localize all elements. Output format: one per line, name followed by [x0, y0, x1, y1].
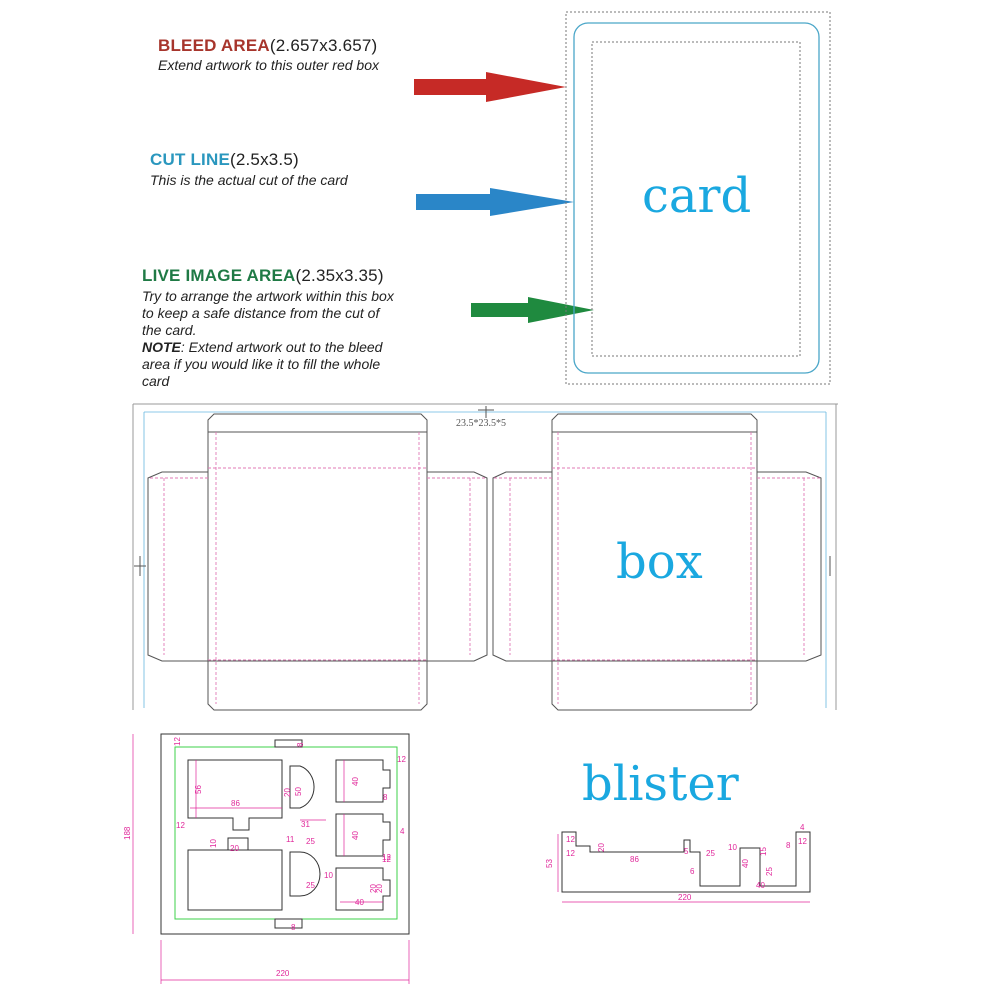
blister-top-dim-labels: 220 188 12 12 8 12 56 86 20 50 31 40 8 1… [123, 737, 406, 978]
cut-arrow [416, 188, 574, 216]
bleed-arrow [414, 72, 566, 102]
dim-label: 4 [400, 827, 405, 836]
card-label: card [642, 168, 751, 224]
dim-label: 86 [630, 855, 639, 864]
dim-label: 56 [194, 785, 203, 794]
dim-label: 12 [382, 855, 391, 864]
note-line: area if you would like it to fill the wh… [142, 356, 381, 372]
dim-label: 20 [375, 884, 384, 893]
cut-line-title: CUT LINE(2.5x3.5) [150, 150, 299, 170]
dim-label: 15 [759, 847, 768, 856]
dim-label: 20 [369, 884, 378, 893]
dim-label: 6 [690, 867, 695, 876]
bleed-area-heading: BLEED AREA [158, 36, 270, 55]
live-desc-line: the card. [142, 322, 197, 338]
dim-label: 40 [756, 881, 765, 890]
bleed-area-dims: (2.657x3.657) [269, 36, 378, 55]
dim-label: 25 [765, 867, 774, 876]
dim-label: 8 [296, 742, 305, 747]
live-arrow [471, 297, 594, 323]
box-label: box [616, 534, 703, 590]
dim-label: 12 [566, 849, 575, 858]
blister-side-view [561, 831, 811, 893]
live-area-desc: Try to arrange the artwork within this b… [142, 288, 462, 390]
cut-line-heading: CUT LINE [150, 150, 230, 169]
blister-side-dims [557, 834, 810, 903]
dim-label: 220 [678, 893, 692, 902]
live-desc-line: Try to arrange the artwork within this b… [142, 288, 394, 304]
dim-label: 20 [283, 788, 292, 797]
dim-label: 12 [382, 853, 391, 862]
box-dieline [132, 403, 838, 711]
dim-label: 25 [706, 849, 715, 858]
box-dim-label: 23.5*23.5*5 [456, 418, 506, 429]
dim-label: 11 [286, 835, 295, 844]
live-area-dims: (2.35x3.35) [295, 266, 384, 285]
dim-label: 10 [209, 839, 218, 848]
dim-label: 12 [566, 835, 575, 844]
dim-label: 86 [231, 799, 240, 808]
box-fold-lines [148, 432, 821, 704]
dim-label: 8 [383, 793, 388, 802]
dim-label: 25 [306, 881, 315, 890]
blister-side-dim-labels: 53 220 12 12 20 86 5 6 25 10 40 15 25 40… [545, 823, 807, 902]
note-line: NOTE: Extend artwork out to the bleed [142, 339, 462, 356]
dim-label: 40 [351, 831, 360, 840]
bleed-box [565, 11, 831, 385]
dim-label: 50 [294, 787, 303, 796]
dim-label: 12 [173, 737, 182, 746]
dim-label: 4 [800, 823, 805, 832]
blister-top-dims [132, 734, 410, 984]
dim-overall-width: 220 [276, 969, 290, 978]
dim-label: 12 [798, 837, 807, 846]
dim-label: 40 [355, 898, 364, 907]
dim-label: 8 [291, 923, 296, 932]
dim-label: 40 [741, 859, 750, 868]
note-line: card [142, 373, 170, 389]
note-label: NOTE [142, 339, 181, 355]
dim-label: 8 [786, 841, 791, 850]
note-text: : Extend artwork out to the bleed [180, 339, 383, 355]
cut-line-box [573, 22, 820, 374]
dim-label: 10 [324, 871, 333, 880]
dim-overall-height: 188 [123, 826, 132, 840]
live-area-heading: LIVE IMAGE AREA [142, 266, 296, 285]
cut-line-dims: (2.5x3.5) [229, 150, 299, 169]
dim-label: 20 [230, 844, 239, 853]
blister-label: blister [582, 756, 739, 812]
bleed-area-title: BLEED AREA(2.657x3.657) [158, 36, 377, 56]
cut-line-desc: This is the actual cut of the card [150, 172, 348, 188]
dim-label: 40 [351, 777, 360, 786]
dim-label: 25 [306, 837, 315, 846]
dim-label: 12 [176, 821, 185, 830]
live-area-box [591, 41, 801, 357]
dim-label: 20 [597, 843, 606, 852]
dim-label: 10 [728, 843, 737, 852]
live-desc-line: to keep a safe distance from the cut of [142, 305, 380, 321]
dim-label: 12 [397, 755, 406, 764]
blister-top-view [160, 733, 410, 935]
dim-label: 31 [301, 820, 310, 829]
dim-label: 53 [545, 859, 554, 868]
bleed-area-desc: Extend artwork to this outer red box [158, 57, 379, 73]
live-area-title: LIVE IMAGE AREA(2.35x3.35) [142, 266, 384, 286]
dim-label: 5 [684, 847, 689, 856]
